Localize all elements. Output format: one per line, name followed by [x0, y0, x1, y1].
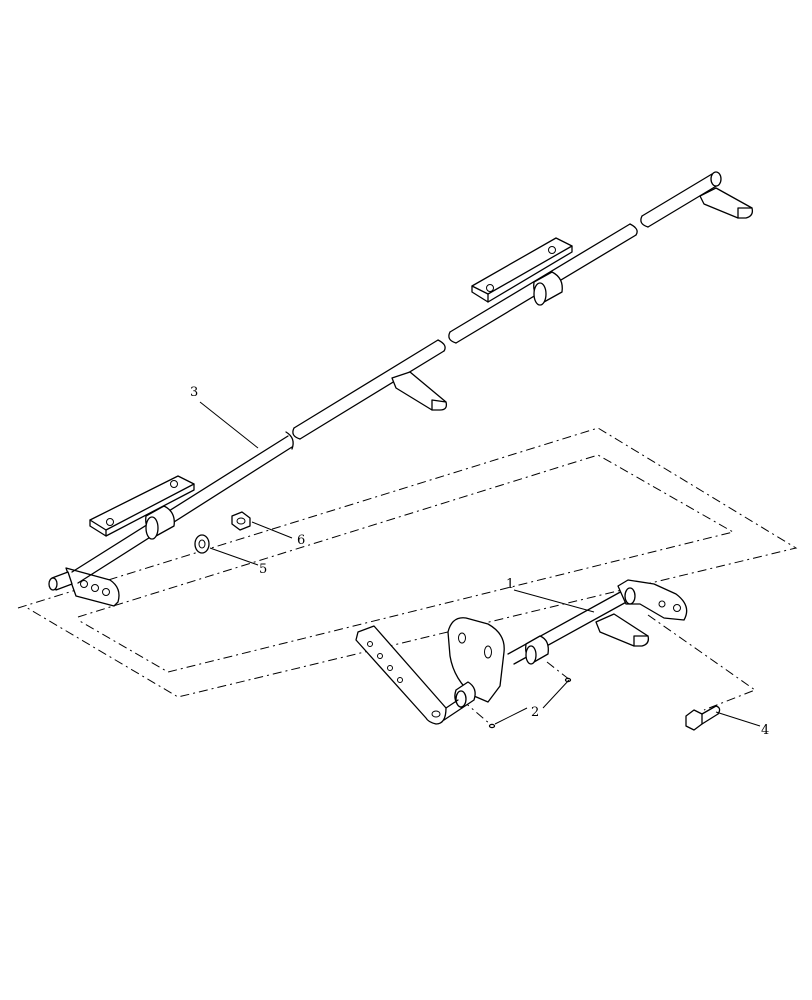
rounded-mounting-plate — [447, 617, 505, 703]
left-end-arm — [48, 567, 120, 607]
callout-3: 3 — [190, 385, 198, 400]
shaft-segment-4 — [640, 173, 719, 228]
callout-6: 6 — [297, 533, 305, 548]
hex-bolt — [685, 705, 721, 731]
right-end-tab — [699, 171, 754, 219]
callout-1: 1 — [506, 577, 514, 592]
hex-nut — [231, 511, 251, 531]
upper-mounting-plate — [471, 237, 573, 306]
right-bracket — [617, 579, 688, 621]
rod-assembly — [355, 579, 688, 725]
middle-tab — [391, 371, 448, 411]
callout-labels: 3 1 2 6 5 4 — [190, 385, 769, 738]
flat-washer — [194, 534, 210, 554]
callout-2: 2 — [531, 705, 539, 720]
rod-tab — [595, 613, 650, 647]
flat-arm — [355, 625, 447, 725]
callout-5: 5 — [259, 562, 267, 577]
shaft-segment-1 — [71, 431, 294, 584]
shaft-assembly — [48, 171, 754, 607]
callout-4: 4 — [761, 723, 769, 738]
lower-mounting-plate — [89, 475, 195, 540]
shaft-segment-2 — [292, 339, 446, 440]
leader-lines — [199, 401, 761, 727]
